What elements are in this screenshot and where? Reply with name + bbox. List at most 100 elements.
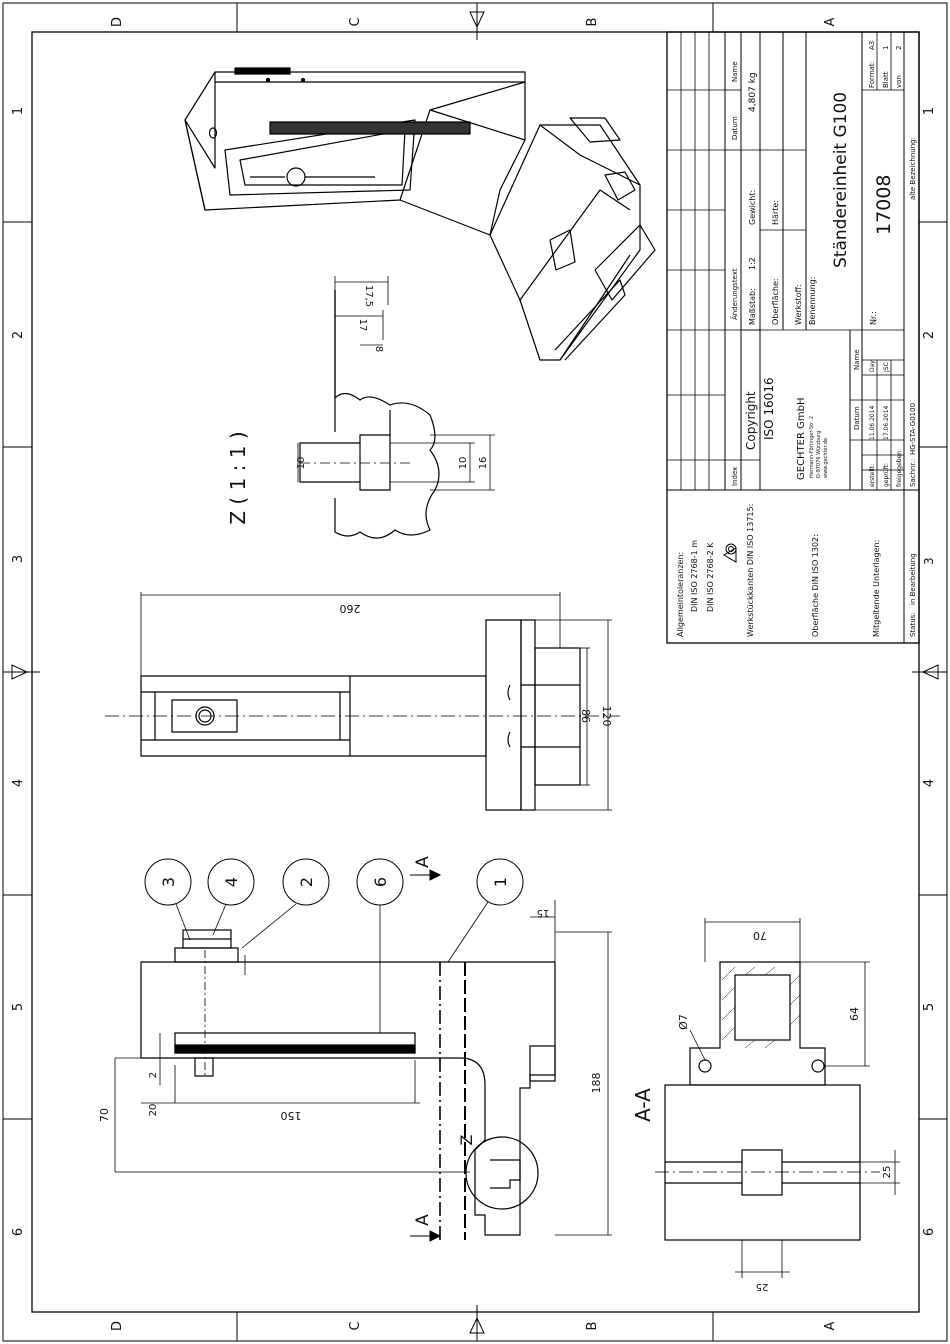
change-text-label: Änderungstext [730,268,739,320]
side-view [140,929,556,1240]
side-dim-5: 150 [281,1109,302,1122]
section-aa-dim-4: 25 [756,1281,769,1292]
docs-label: Mitgeltende Unterlagen: [872,540,881,637]
section-aa-hatching [721,966,801,1049]
copyright-line2: ISO 16016 [762,377,776,440]
zone-row-right-0: 1 [922,107,937,115]
tolerance-1: DIN ISO 2768-1 m [690,540,699,612]
balloon-leaders [175,901,489,1033]
approval-label-1: geprüft: [883,463,890,487]
detail-z-outline [334,290,440,539]
section-arrow-top [410,869,442,881]
approval-header-date: Datum [853,406,861,430]
zone-bottom: 3 [922,557,936,565]
zone-numbers-left: 1 2 3 4 5 6 [11,107,26,1236]
section-mark-top: A [413,856,433,868]
zone-letters-bottom: D C B A [110,1321,838,1331]
balloon-4 [207,858,255,906]
of-value: 2 [895,46,903,50]
section-arrow-bottom [410,1230,442,1242]
zone-row-right-3: 4 [922,779,937,787]
drawing-title: Ständereinheit G100 [831,92,851,268]
balloon-2 [282,858,330,906]
balloon-1 [476,858,524,906]
zone-row-right-5: 6 [922,1228,937,1236]
zone-row-right-1: 2 [922,331,937,339]
side-dim-4: 20 [148,1104,159,1117]
section-aa-dim-1: 64 [848,1007,861,1021]
balloon-text-6: 6 [371,877,390,887]
section-aa-dimension-lines [689,918,900,1278]
designation-label: Benennung: [808,277,817,325]
status-value: in Bearbeitung [909,553,917,605]
zone-row-right-4: 5 [922,1003,937,1011]
material-label: Werkstoff: [794,284,803,325]
general-tolerances-label: Allgemeintoleranzen: [676,552,685,637]
section-aa-dim-2: Ø7 [677,1014,690,1030]
zone-col-top-3: A [823,17,838,26]
of-label: von [895,75,903,88]
section-aa-view [655,961,880,1241]
side-dim-0: 15 [537,907,550,918]
company-name: GECHTER GmbH [796,398,807,480]
detail-z-dim-1: 17 [357,319,368,332]
zone-row-left-4: 5 [11,1003,26,1011]
sheet-label: Blatt [882,71,890,88]
file-value: HG-STA-G0100 [909,403,917,455]
detail-z-dim-4: 10 [458,457,469,470]
detail-z-dim-2: 8 [373,346,384,352]
balloon-3 [144,858,192,906]
top-view-dimension-lines [140,592,612,811]
detail-mark-z: Z [457,1134,476,1145]
company-address-0: Hermann-Föttinger-Str. 2 [809,416,815,478]
approval-header-name: Name [853,349,861,370]
zone-col-bot-1: C [348,1321,363,1330]
detail-z-title: Z ( 1 : 1 ) [226,431,250,524]
detail-z-dim-3: 10 [296,457,307,470]
status-label: Status: [909,612,917,637]
top-view-dim-0: 260 [340,602,361,615]
top-view-dim-1: 86 [579,709,592,723]
side-dim-3: 2 [148,1072,159,1078]
detail-z-dim-5: 16 [478,457,489,470]
old-designation-label: alte Bezeichnung: [909,137,917,200]
item-balloons [144,858,524,906]
edges-label: Werkstückkanten DIN ISO 13715: [746,504,755,637]
detail-z-dimension-lines [297,276,495,491]
zone-col-bot-3: A [823,1321,838,1330]
side-dim-1: 188 [590,1073,603,1094]
section-aa-dim-3: 25 [882,1166,893,1179]
copyright-line1: Copyright [744,391,758,450]
file-label: Sachnr.: [909,459,917,487]
sheet-value: 1 [882,46,890,50]
section-aa-title: A-A [631,1088,655,1122]
drawing-number: 17008 [873,175,895,235]
scale-value: 1:2 [748,257,757,270]
format-label: Format: [868,61,876,88]
zone-col-bot-2: B [585,1322,600,1331]
zone-letters-top: D C B A [110,17,838,27]
name-col-label: Name [731,61,739,82]
weight-label: Gewicht: [748,190,757,225]
side-view-dimension-lines [114,900,612,1236]
detail-z-view: Z ( 1 : 1 ) 17,5 17 8 10 10 16 [226,276,495,539]
surface-label: Oberfläche: [771,278,780,325]
drawing-frame [31,31,920,1313]
index-label: Index [731,467,739,486]
approval-label-2: freigegeben: [896,449,903,487]
balloon-text-2: 2 [297,877,316,887]
zone-numbers-right: 1 2 4 5 6 [922,107,937,1236]
top-view-dim-2: 120 [600,706,613,727]
tolerance-2: DIN ISO 2768-2 K [706,542,715,612]
section-mark-bottom: A [413,1214,433,1226]
balloon-text-3: 3 [159,877,178,887]
number-label: Nr.: [869,311,878,325]
approval-label-0: erstellt: [869,464,876,487]
top-view [105,619,620,811]
isometric-view [184,67,656,361]
side-dim-2: 70 [98,1108,111,1122]
zone-row-left-3: 4 [11,779,26,787]
detail-z-dim-0: 17,5 [363,285,374,307]
zone-row-left-0: 1 [11,107,26,115]
